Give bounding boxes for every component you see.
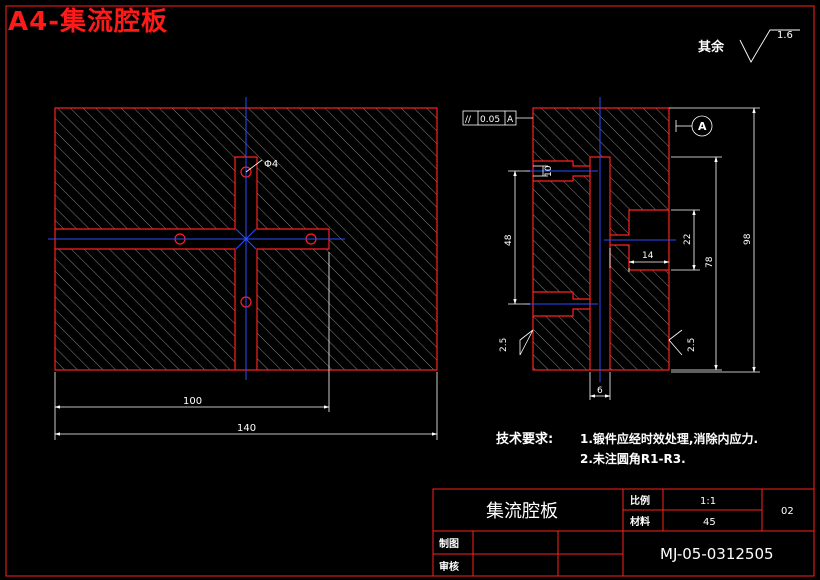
drawing-frame: [5, 5, 815, 577]
dim-98: 98: [743, 233, 753, 245]
dim-48: 48: [504, 234, 514, 246]
dim-140: 140: [237, 423, 256, 434]
roughness-right: 2.5: [687, 338, 697, 352]
front-dims: [54, 252, 438, 440]
scale-label: 比例: [630, 494, 650, 507]
checked-label: 审核: [439, 560, 459, 573]
roughness-left: 2.5: [499, 338, 509, 352]
sheet-number: 02: [781, 506, 794, 517]
side-view: [525, 97, 676, 382]
scale-value: 1:1: [700, 496, 716, 507]
drawing-number: MJ-05-0312505: [660, 545, 774, 563]
roughness-symbols-local: [519, 329, 683, 356]
dim-100: 100: [183, 396, 202, 407]
front-view: [48, 97, 438, 380]
roughness-general-value: 1.6: [777, 30, 793, 41]
dim-14: 14: [642, 251, 654, 261]
datum-label: A: [698, 120, 707, 133]
notes-line-1: 1.锻件应经时效处理,消除内应力.: [580, 431, 758, 446]
tolerance-symbol: //: [465, 115, 472, 125]
drawing-banner-title: A4-集流腔板: [8, 7, 169, 37]
dim-hole-dia: Φ4: [264, 159, 278, 170]
side-dims: [508, 107, 760, 400]
roughness-general-prefix: 其余: [698, 39, 725, 55]
title-block: [432, 488, 815, 577]
roughness-general-symbol: [739, 29, 800, 63]
tolerance-value: 0.05: [480, 115, 500, 125]
tolerance-datum: A: [507, 115, 514, 125]
dim-6: 6: [597, 386, 603, 396]
material-value: 45: [703, 517, 716, 528]
drawn-label: 制图: [439, 537, 459, 550]
notes-heading: 技术要求:: [496, 431, 553, 447]
notes-line-2: 2.未注圆角R1-R3.: [580, 451, 686, 466]
dim-10: 10: [544, 165, 554, 177]
dim-78: 78: [705, 256, 715, 268]
material-label: 材料: [630, 515, 650, 528]
datum-symbol: [675, 115, 713, 137]
dim-22: 22: [683, 234, 693, 245]
tolerance-frame: [462, 110, 533, 126]
title-block-title: 集流腔板: [486, 501, 558, 522]
